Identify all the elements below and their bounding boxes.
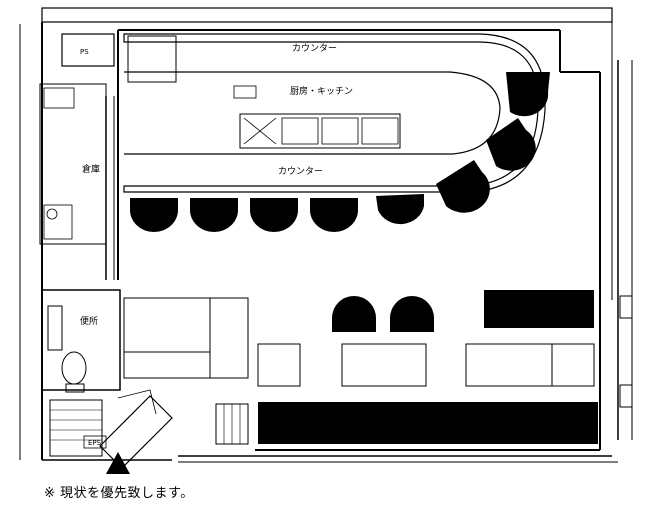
footnote: ※ 現状を優先致します。 [44, 482, 194, 501]
counter-top-label: カウンター [292, 43, 337, 54]
bench-seat [258, 402, 598, 444]
stool [486, 118, 536, 171]
restroom-label: 便所 [80, 315, 98, 327]
storage-room: 倉庫 [39, 83, 115, 280]
stool [130, 198, 178, 232]
counter-bottom-label: カウンター [278, 166, 323, 177]
ps-room: PS [61, 33, 115, 67]
dark-panel [484, 290, 594, 328]
note-mark: ※ [44, 486, 56, 501]
tables [257, 343, 595, 387]
stool [376, 194, 424, 225]
stool [310, 198, 358, 232]
storage-label: 倉庫 [82, 163, 100, 175]
stool [190, 198, 238, 232]
entrance-arrow-icon [106, 452, 130, 474]
counter-area: カウンター 厨房・キッチン カウンター [123, 33, 546, 193]
store-room-walls [117, 29, 601, 451]
chair [332, 296, 376, 332]
table-chairs [332, 296, 434, 332]
lower-left-rooms: 便所 [41, 289, 249, 457]
table [341, 343, 427, 387]
table [465, 343, 595, 387]
stool [436, 160, 490, 213]
stool [250, 198, 298, 232]
eps-tag: EPS [88, 439, 102, 447]
note-text: 現状を優先致します。 [60, 486, 194, 501]
ps-label: PS [80, 48, 89, 56]
table [257, 343, 301, 387]
chair [390, 296, 434, 332]
counter-stools [130, 72, 550, 232]
kitchen-label: 厨房・キッチン [290, 85, 353, 97]
stool [506, 72, 550, 117]
